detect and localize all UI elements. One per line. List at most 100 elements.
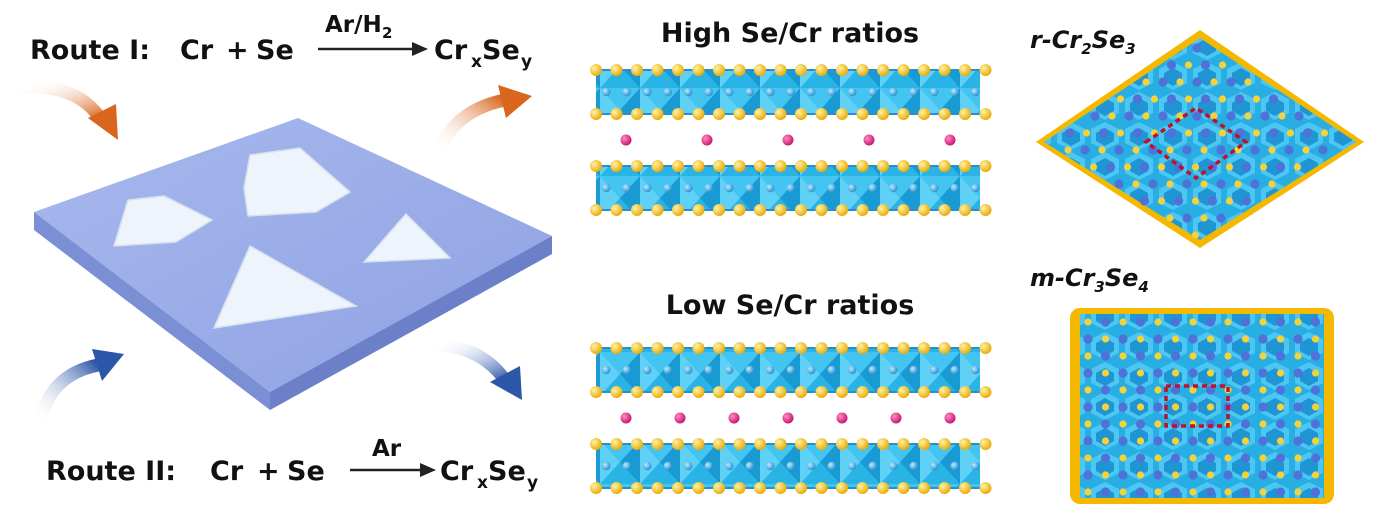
se-atom: [795, 204, 807, 216]
cr-atom: [786, 365, 795, 375]
se-atom: [1218, 61, 1227, 69]
large-triangle-flake: [212, 244, 359, 329]
cr-atom: [1205, 317, 1216, 327]
se-atom: [672, 160, 684, 172]
se-atom: [774, 160, 787, 172]
se-atom: [897, 204, 910, 216]
se-atom: [651, 482, 664, 494]
se-atom: [1154, 488, 1162, 496]
se-atom: [1294, 488, 1302, 496]
se-atom: [1166, 214, 1174, 222]
cr-atom: [807, 87, 816, 97]
cr-atom: [1170, 351, 1181, 361]
cr-atom: [1192, 111, 1202, 121]
low-ratio-structure: [590, 342, 992, 494]
cr-atom: [704, 183, 713, 193]
se-atom: [1294, 386, 1302, 394]
se-atom: [631, 160, 643, 172]
cr-atom: [930, 183, 939, 193]
cr-atom: [827, 87, 836, 97]
blue-arrow-in: [33, 349, 124, 432]
se-atom: [1157, 163, 1166, 171]
cr-atom: [766, 365, 775, 375]
se-atom: [713, 342, 725, 354]
se-atom: [754, 160, 766, 172]
m-unit-cell: [1164, 384, 1230, 428]
cr-atom: [1250, 145, 1260, 155]
se-atom: [1116, 129, 1125, 137]
cr-atom: [1226, 77, 1236, 87]
cr-atom: [1100, 317, 1111, 327]
cr-atom: [868, 365, 877, 375]
cr-atom: [1293, 436, 1303, 446]
cr-atom: [807, 183, 816, 193]
cr-atom: [602, 183, 611, 193]
blue-arrow-out: [425, 338, 522, 400]
se-atom: [795, 482, 807, 494]
cr-atom: [1170, 487, 1181, 497]
se-atom: [672, 204, 684, 216]
se-atom: [897, 160, 910, 172]
se-atom: [672, 342, 684, 354]
cr-atom: [1310, 487, 1321, 497]
cr-atom: [1153, 436, 1163, 446]
se-atom: [1166, 180, 1174, 188]
lower-crse2-layer: [590, 438, 992, 494]
se-atom: [938, 64, 951, 76]
se-atom: [836, 160, 848, 172]
cr-atom: [971, 365, 980, 375]
cr-atom: [1182, 145, 1192, 155]
cr-atom: [622, 365, 631, 375]
se-atom: [1119, 352, 1127, 360]
cr-atom: [1135, 487, 1146, 497]
se-atom: [1225, 197, 1234, 205]
se-atom: [938, 482, 951, 494]
se-atom: [836, 64, 848, 76]
se-atom: [877, 160, 889, 172]
se-atom: [651, 108, 664, 120]
cr-atom: [1205, 351, 1216, 361]
se-atom: [1200, 146, 1208, 154]
intercalated-cr-atom: [620, 412, 632, 424]
se-atom: [1171, 335, 1180, 343]
route-2-product-cr: Cr: [440, 456, 474, 487]
se-atom: [1119, 488, 1127, 496]
se-atom: [1311, 437, 1320, 445]
cr-atom: [950, 461, 959, 471]
se-atom: [1171, 471, 1180, 479]
cr-atom: [745, 183, 754, 193]
se-atom: [979, 386, 992, 398]
se-atom: [897, 438, 910, 450]
cr-atom: [1240, 317, 1251, 327]
route-1-product-sub-y: y: [521, 52, 532, 72]
se-atom: [795, 64, 807, 76]
intercalated-cr-atom: [620, 134, 632, 146]
se-atom: [1098, 146, 1106, 154]
cr-atom: [889, 461, 898, 471]
cr-atom: [643, 183, 652, 193]
cr-atom: [1153, 402, 1163, 412]
se-atom: [610, 386, 623, 398]
cr-atom: [684, 183, 693, 193]
se-atom: [1276, 471, 1285, 479]
cr-atom: [1200, 94, 1211, 104]
cr-atom: [725, 461, 734, 471]
cr-atom: [1188, 470, 1198, 480]
cr-atom: [1293, 402, 1303, 412]
cr-atom: [1250, 179, 1260, 189]
se-atom: [877, 342, 889, 354]
se-atom: [1171, 369, 1180, 377]
cr-atom: [807, 365, 816, 375]
cr-atom: [1200, 128, 1211, 138]
se-atom: [1276, 437, 1285, 445]
high-ratio-title: High Se/Cr ratios: [661, 18, 919, 49]
cr-atom: [704, 461, 713, 471]
cr-atom: [745, 461, 754, 471]
se-atom: [1119, 386, 1127, 394]
se-atom: [959, 438, 971, 450]
se-atom: [1268, 146, 1276, 154]
se-atom: [1101, 471, 1110, 479]
se-atom: [1268, 180, 1276, 188]
route-2-equation: Route II: Cr + Se Ar Cr x Se y: [46, 436, 538, 493]
se-atom: [610, 342, 623, 354]
